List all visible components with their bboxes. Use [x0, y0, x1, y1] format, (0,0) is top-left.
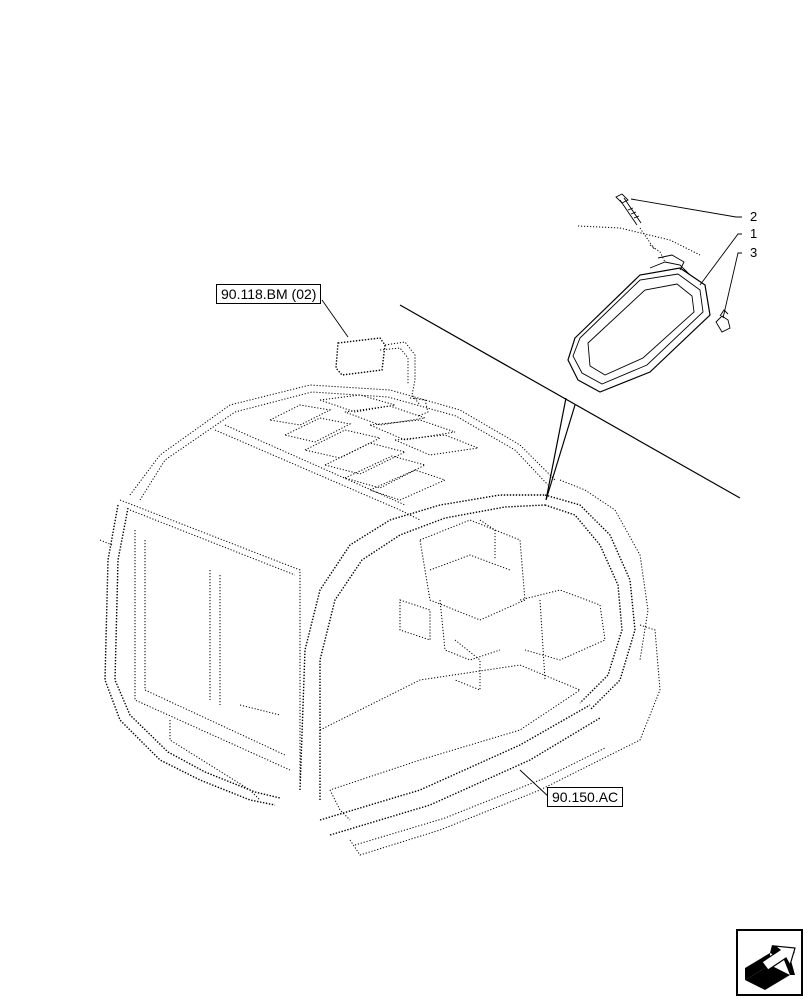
mirror-part [567, 244, 711, 393]
interior-mirror-assembly [567, 193, 731, 393]
console [399, 519, 606, 691]
cab-frame [99, 384, 661, 856]
mirror-reference-label: 90.118.BM (02) [216, 284, 322, 304]
callout-item-2: 2 [750, 209, 758, 224]
screw-part [615, 193, 656, 251]
clip-part [715, 309, 731, 333]
leader-lines [321, 198, 742, 799]
roof-grille [268, 394, 480, 501]
callout-item-1: 1 [750, 226, 758, 241]
callout-item-3: 3 [750, 245, 758, 260]
cab-reference-label: 90.150.AC [547, 787, 624, 807]
next-page-arrow-icon[interactable] [736, 929, 803, 996]
exterior-mirror [335, 337, 429, 417]
